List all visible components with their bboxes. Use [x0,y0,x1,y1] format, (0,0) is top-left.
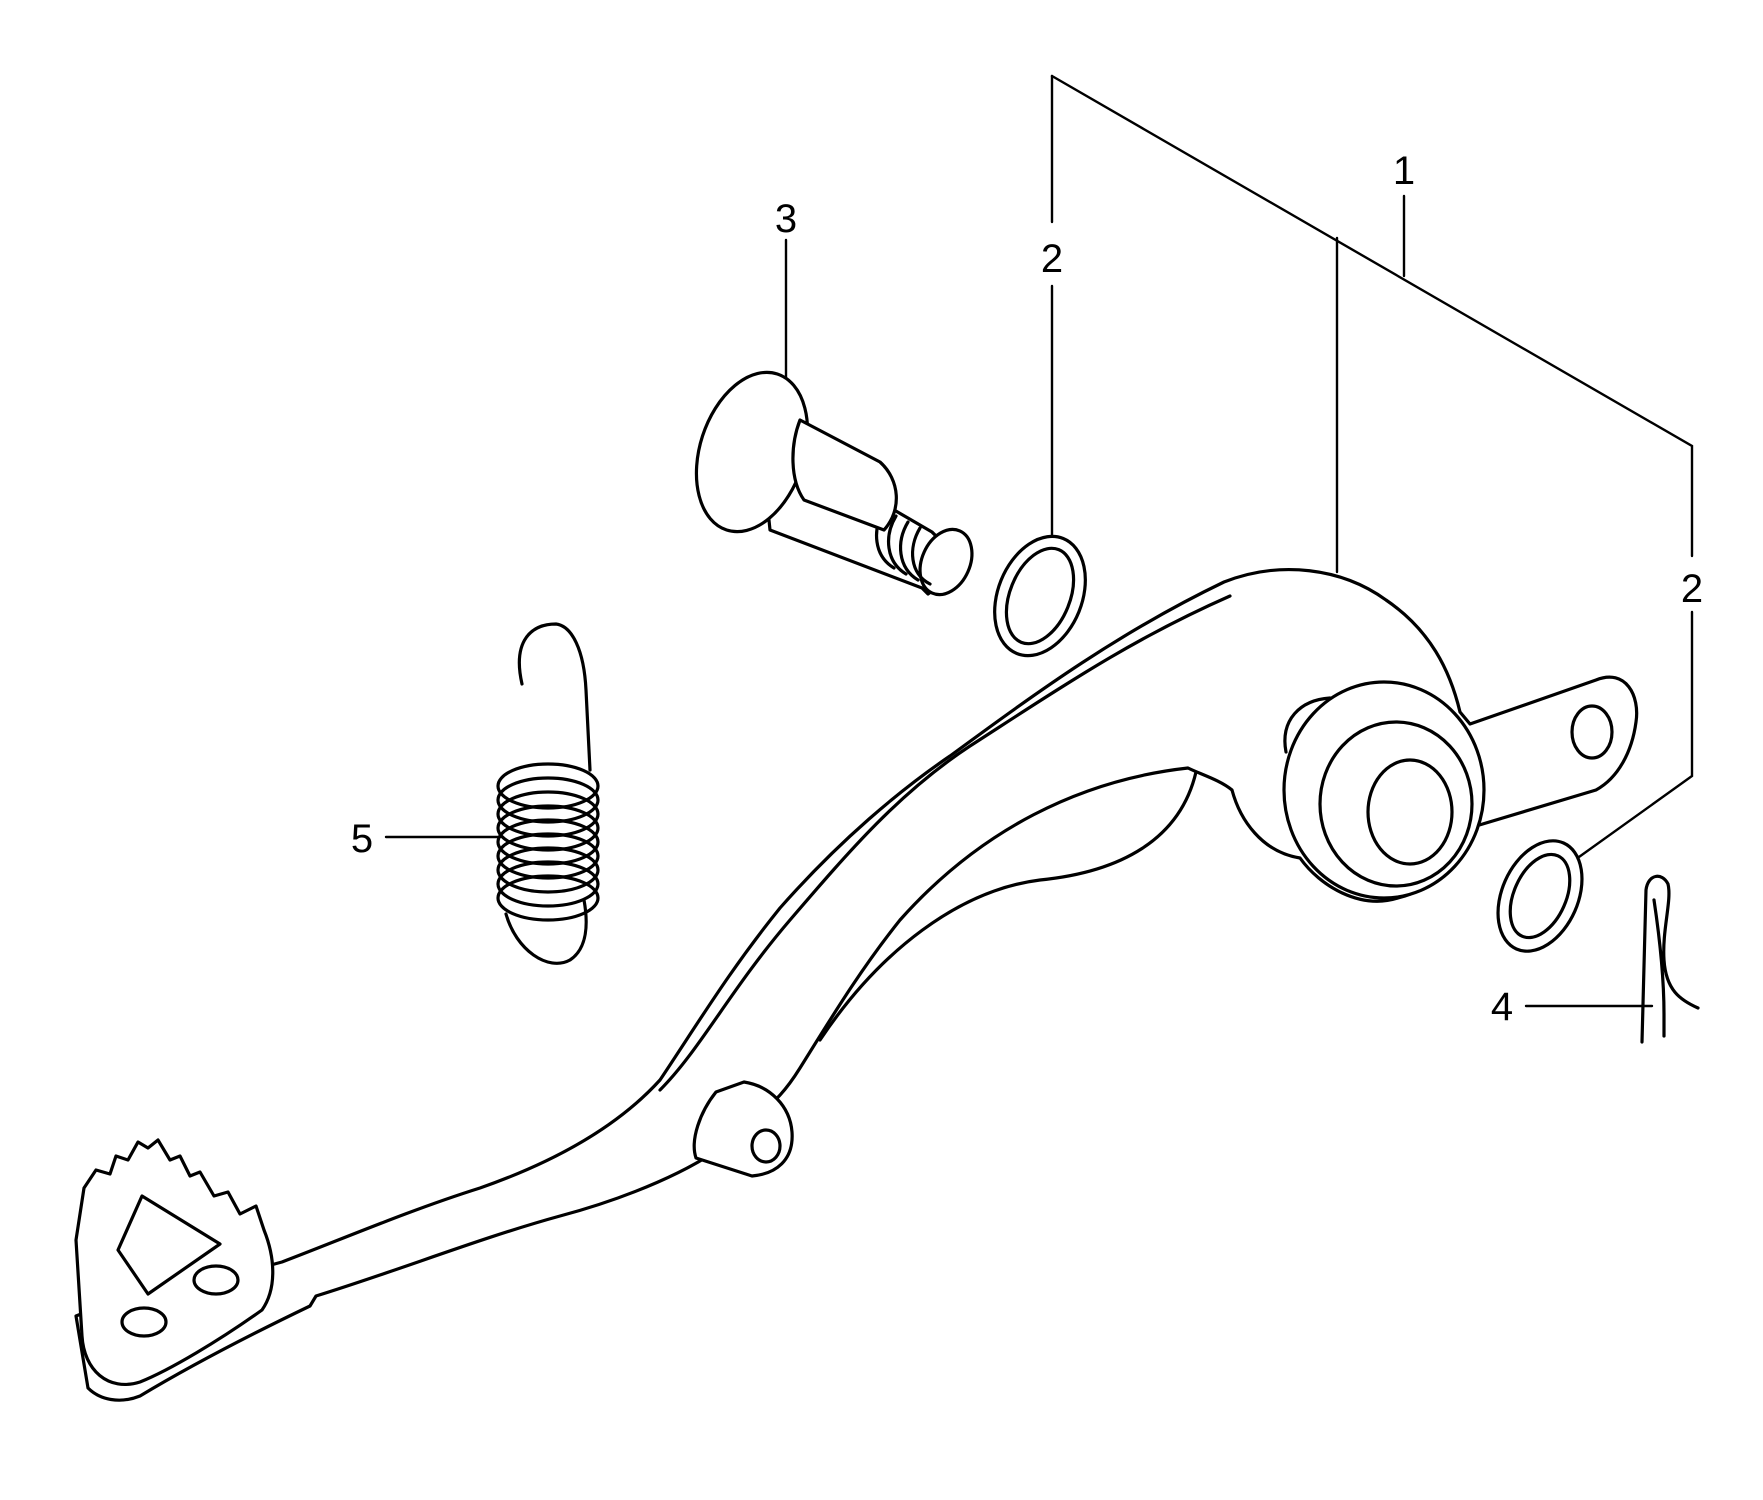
callout-4: 4 [1491,985,1513,1029]
callout-2-lower: 2 [1681,567,1703,611]
pivot-bolt-collar [791,418,898,532]
pedal-arm [74,568,1639,1402]
pivot-bolt-threads [875,508,932,586]
o-ring-upper [993,534,1087,658]
callout-3: 3 [775,197,797,241]
o-ring-lower [1496,839,1584,953]
pedal-spring-hole [750,1128,782,1164]
spring-top-hook [517,622,592,772]
pedal-foot-stud-1 [192,1264,240,1296]
pedal-ear-hole [1570,704,1614,760]
callout-2-upper: 2 [1041,237,1063,281]
cotter-clip-shape [1640,874,1700,1044]
pedal-arm-lower-edge [818,770,1198,1042]
spring-bottom-hook [504,898,588,965]
brake-pedal [74,568,1639,1402]
pedal-boss-side [1283,696,1332,754]
o-ring-upper-inner [1004,546,1076,646]
o-ring-lower-inner [1508,852,1572,940]
return-spring [496,622,600,965]
spring-coils [496,762,600,922]
leader-2b [1570,610,1694,864]
bracket-line-top [1050,74,1694,558]
pedal-arm-crease [658,594,1232,1092]
callout-5: 5 [351,817,373,861]
leader-lines [384,74,1694,1008]
pedal-foot-stud-2 [120,1306,168,1338]
callout-labels: 1 2 2 3 4 5 [351,149,1703,1029]
cotter-clip [1640,874,1700,1044]
pedal-pivot-bore [1366,758,1454,866]
pivot-bolt [694,370,974,597]
callout-1: 1 [1393,149,1415,193]
pedal-foot-window [116,1194,222,1296]
pivot-bolt-end [918,527,974,597]
